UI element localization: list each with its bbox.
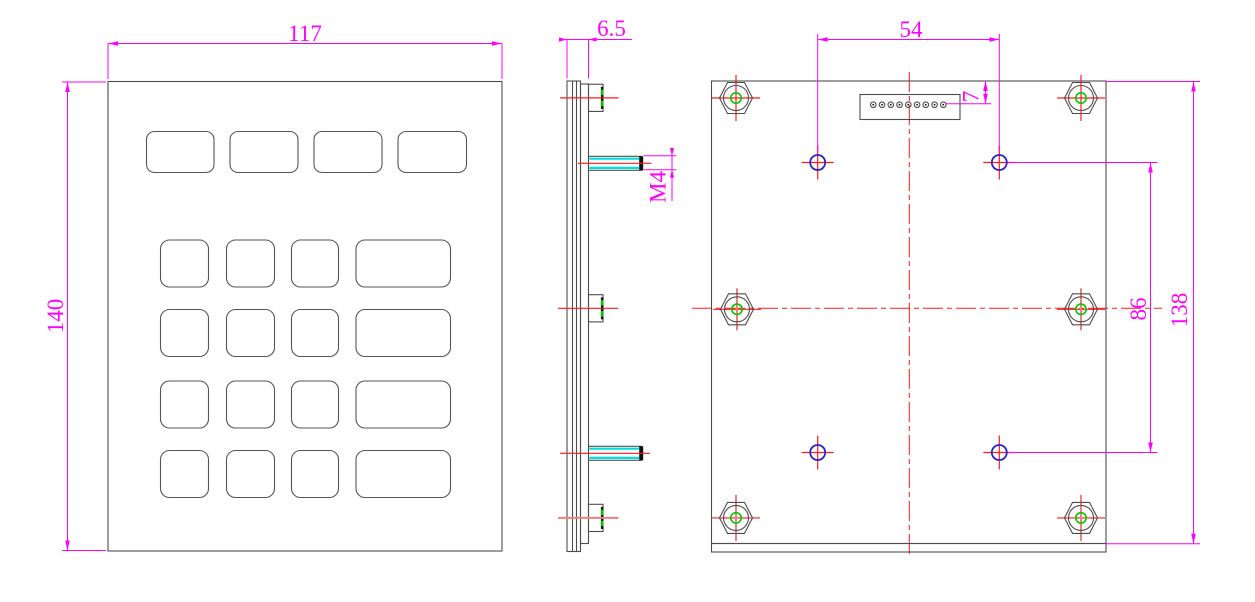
front-panel-lip	[710, 542, 1107, 553]
back-view: 54 7 86 138	[692, 17, 1200, 558]
keypad-button	[397, 130, 468, 174]
side-view: 6.5 M4	[558, 16, 677, 553]
keypad-button-wide	[355, 239, 452, 288]
pin-connector	[859, 93, 961, 121]
keypad-button	[145, 130, 215, 174]
connector-pins	[869, 101, 947, 109]
keypad-button	[290, 239, 340, 288]
key-grid	[159, 239, 452, 499]
keypad-button	[225, 239, 276, 288]
dim-label-7: 7	[959, 91, 984, 103]
back-plate-edge	[579, 83, 590, 545]
keypad-button-wide	[355, 308, 452, 358]
hex-nut	[1057, 75, 1105, 121]
keypad-button	[290, 449, 340, 499]
back-plate-outline	[710, 80, 1107, 545]
hex-nut	[712, 75, 760, 121]
front-panel-outline	[107, 80, 503, 552]
dimension-stud-spacing-h: 54	[817, 17, 1000, 152]
keypad-button	[159, 308, 210, 358]
function-key-row	[145, 130, 468, 174]
front-panel-edge	[566, 80, 582, 553]
keypad-button	[229, 130, 299, 174]
dim-label-6-5: 6.5	[597, 16, 626, 41]
stud-hole	[801, 435, 834, 470]
dimension-thickness: 6.5	[559, 16, 632, 79]
keypad-button	[159, 380, 210, 429]
dimension-back-height: 138	[1106, 81, 1200, 545]
dim-label-117: 117	[288, 21, 322, 46]
dimension-stud-spacing-v: 86	[1008, 162, 1158, 453]
dim-label-86: 86	[1126, 298, 1151, 321]
keypad-button	[290, 380, 340, 429]
keypad-button	[290, 308, 340, 358]
dim-label-54: 54	[900, 17, 924, 42]
keypad-button-wide	[355, 380, 452, 429]
keypad-button	[313, 130, 383, 174]
front-view: 117 140	[43, 21, 503, 552]
dimension-connector-offset: 7	[946, 81, 991, 105]
dim-label-m4: M4	[646, 171, 671, 203]
dimension-front-height: 140	[43, 81, 106, 551]
hex-nut	[712, 494, 760, 541]
keypad-button-wide	[355, 449, 452, 499]
keypad-button	[225, 380, 276, 429]
keypad-button	[159, 239, 210, 288]
keypad-button	[225, 308, 276, 358]
keypad-button	[225, 449, 276, 499]
dimension-thread: M4	[643, 148, 677, 203]
hex-nut	[1057, 288, 1105, 331]
hex-nut	[1057, 494, 1105, 541]
keypad-button	[159, 449, 210, 499]
dim-label-138: 138	[1167, 293, 1192, 328]
hex-nut	[713, 288, 761, 331]
dim-label-140: 140	[43, 299, 68, 334]
dimension-front-width: 117	[107, 21, 503, 79]
